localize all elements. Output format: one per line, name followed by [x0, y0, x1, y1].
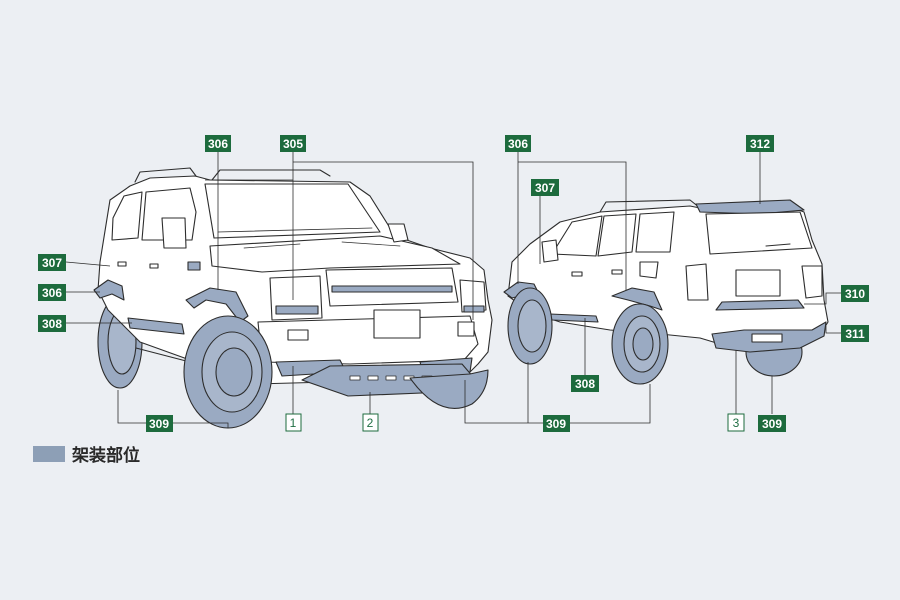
- ref-box-2: 2: [362, 413, 379, 432]
- callout-front-305: 305: [280, 135, 306, 152]
- leader-lines: [65, 151, 841, 428]
- callout-front-307: 307: [38, 254, 66, 271]
- callout-rear-306: 306: [505, 135, 531, 152]
- svg-text:309: 309: [762, 417, 782, 431]
- callout-rear-309-right: 309: [758, 415, 786, 432]
- side-step: [127, 317, 185, 335]
- windshield: [204, 183, 381, 239]
- callout-front-306-side: 306: [38, 284, 66, 301]
- svg-text:1: 1: [290, 416, 297, 430]
- svg-text:311: 311: [845, 327, 865, 341]
- svg-text:307: 307: [42, 256, 62, 270]
- callouts: 306 305 307 306 308 309 1 2: [38, 135, 869, 432]
- svg-text:305: 305: [283, 137, 303, 151]
- callout-rear-308: 308: [571, 375, 599, 392]
- callout-rear-307: 307: [531, 179, 559, 196]
- svg-text:306: 306: [42, 286, 62, 300]
- legend-swatch: [33, 446, 65, 462]
- callout-front-308: 308: [38, 315, 66, 332]
- rear-vehicle: [503, 199, 829, 385]
- front-vehicle: [93, 167, 493, 429]
- callout-front-306-top: 306: [205, 135, 231, 152]
- svg-text:306: 306: [508, 137, 528, 151]
- callout-rear-309-mid: 309: [543, 415, 570, 432]
- svg-text:308: 308: [575, 377, 595, 391]
- ref-box-3: 3: [727, 413, 745, 432]
- rear-bumper-trim: [715, 299, 805, 311]
- svg-text:306: 306: [208, 137, 228, 151]
- svg-text:308: 308: [42, 317, 62, 331]
- callout-rear-312: 312: [746, 135, 774, 152]
- callout-rear-310: 310: [841, 285, 869, 302]
- svg-text:309: 309: [546, 417, 566, 431]
- callout-front-309: 309: [146, 415, 173, 432]
- svg-text:312: 312: [750, 137, 770, 151]
- callout-rear-311: 311: [841, 325, 869, 342]
- ref-box-1: 1: [285, 413, 302, 432]
- svg-text:310: 310: [845, 287, 865, 301]
- svg-text:2: 2: [367, 416, 374, 430]
- legend-label: 架装部位: [72, 445, 140, 466]
- svg-text:3: 3: [733, 416, 740, 430]
- legend: 架装部位: [33, 445, 140, 466]
- svg-text:309: 309: [149, 417, 169, 431]
- svg-text:307: 307: [535, 181, 555, 195]
